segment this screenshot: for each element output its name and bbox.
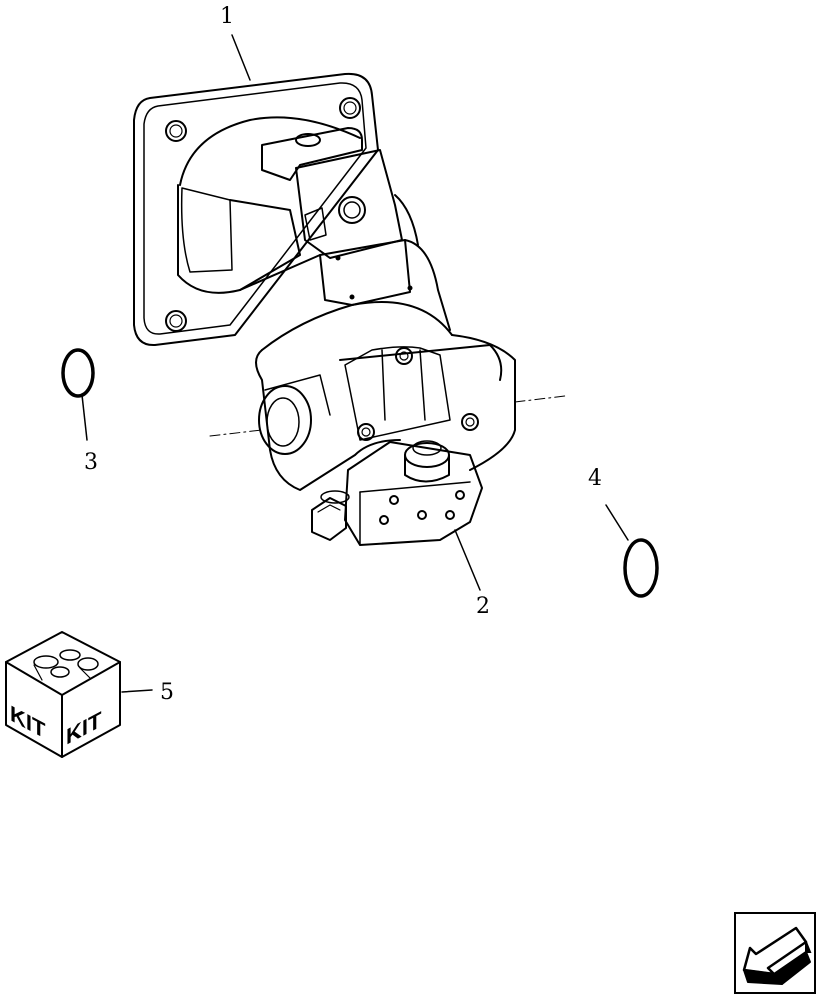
mounting-flange bbox=[133, 72, 379, 347]
leader-line-3 bbox=[81, 394, 88, 441]
leader-line-1 bbox=[231, 34, 251, 81]
callout-1: 1 bbox=[220, 4, 234, 29]
callout-3: 3 bbox=[84, 450, 98, 475]
o-ring-4 bbox=[623, 538, 659, 598]
nav-back-button[interactable] bbox=[734, 912, 816, 994]
leader-line-5 bbox=[121, 689, 153, 693]
kit-box-icon bbox=[5, 631, 121, 758]
leader-line-4 bbox=[605, 504, 629, 541]
callout-2: 2 bbox=[476, 594, 490, 619]
arrow-left-icon bbox=[742, 926, 812, 985]
o-ring-3 bbox=[61, 348, 95, 398]
callout-5: 5 bbox=[160, 680, 174, 705]
leader-line-2 bbox=[454, 529, 481, 591]
hydraulic-motor bbox=[133, 72, 566, 546]
callout-4: 4 bbox=[588, 466, 602, 491]
